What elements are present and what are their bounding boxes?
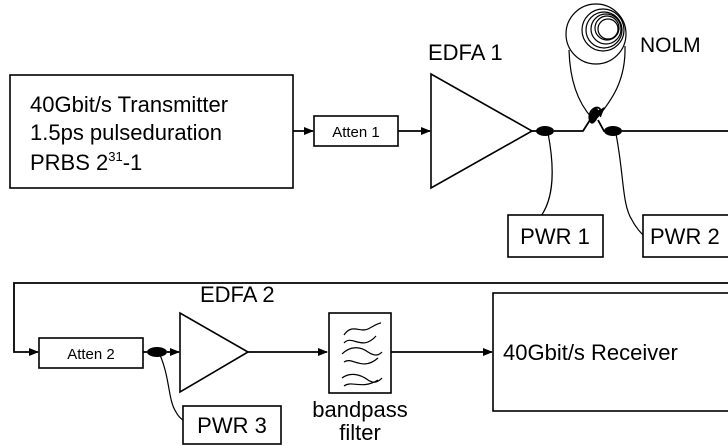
edfa-2-amplifier: EDFA 2 [179, 282, 275, 394]
edfa2-label: EDFA 2 [200, 282, 275, 307]
prbs-suffix: -1 [123, 150, 143, 175]
tap-line-pwr3 [159, 354, 184, 421]
nolm-loop: NOLM [565, 3, 701, 124]
receiver-block: 40Gbit/s Receiver [492, 292, 728, 412]
coupler-1 [536, 126, 554, 136]
atten1-label: Atten 1 [332, 124, 380, 141]
power-meter-3: PWR 3 [182, 405, 282, 445]
nolm-label: NOLM [640, 34, 701, 57]
coupler-3 [147, 347, 167, 357]
prbs-exponent: 31 [108, 149, 122, 164]
pwr2-label: PWR 2 [650, 224, 720, 249]
power-meter-2: PWR 2 [642, 214, 728, 258]
tap-line-pwr2 [615, 133, 644, 236]
fiber-row-connector [13, 282, 728, 356]
edfa-1-amplifier: EDFA 1 [428, 40, 534, 190]
attenuator-1: Atten 1 [313, 115, 399, 147]
pwr1-label: PWR 1 [520, 224, 590, 249]
fiber-coupler1-to-nolm [554, 119, 591, 132]
prbs-prefix: PRBS 2 [30, 150, 108, 175]
atten2-label: Atten 2 [67, 346, 115, 363]
filter-label-line1: bandpass [312, 397, 407, 422]
bandpass-filter: bandpass filter [312, 312, 408, 445]
filter-label-line2: filter [339, 420, 381, 445]
transmitter-label-line3: PRBS 231-1 [30, 149, 142, 175]
transmitter-label-line1: 40Gbit/s Transmitter [30, 92, 228, 117]
transmitter-block: 40Gbit/s Transmitter 1.5ps pulseduration… [9, 74, 294, 189]
receiver-label: 40Gbit/s Receiver [503, 340, 678, 365]
coupler-2 [604, 126, 622, 136]
edfa1-label: EDFA 1 [428, 40, 503, 65]
transmitter-label-line2: 1.5ps pulseduration [30, 120, 222, 145]
pwr3-label: PWR 3 [197, 413, 267, 438]
power-meter-1: PWR 1 [507, 214, 604, 258]
attenuator-2: Atten 2 [38, 337, 144, 369]
